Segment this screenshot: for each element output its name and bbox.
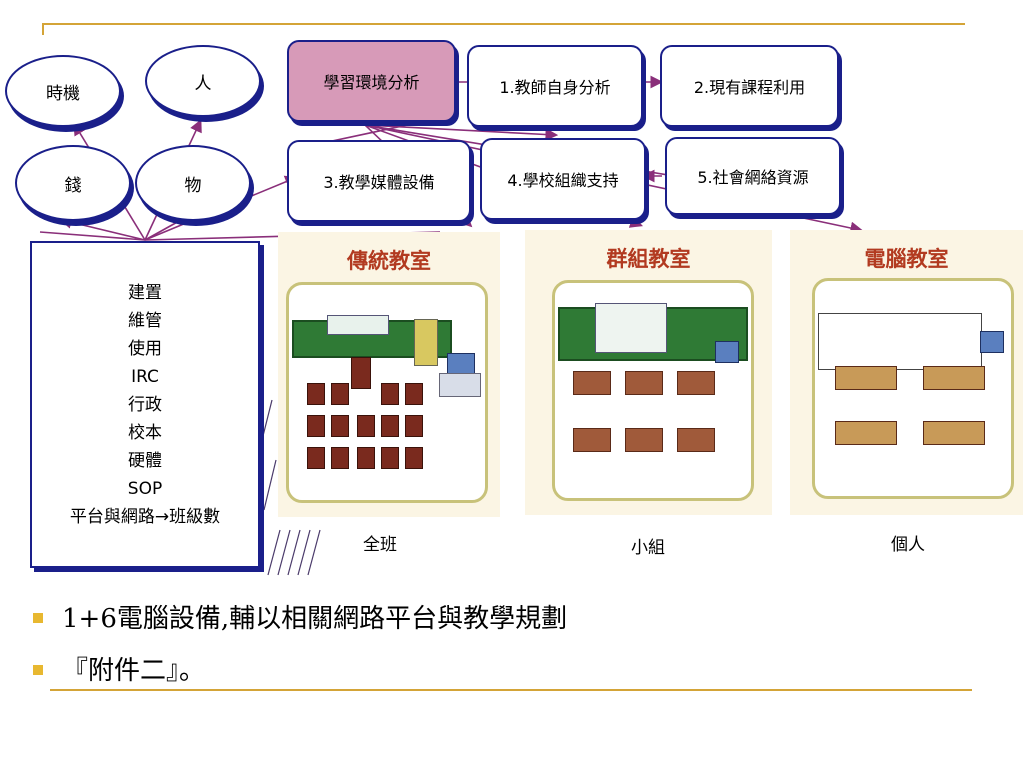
- student-seat: [381, 383, 399, 405]
- student-seat: [331, 447, 349, 469]
- box-media-equipment: 3.教學媒體設備: [287, 140, 471, 222]
- box-b5-label: 5.社會網絡資源: [697, 168, 809, 187]
- box-teacher-analysis: 1.教師自身分析: [467, 45, 643, 127]
- group-table: [677, 371, 715, 395]
- student-seat: [405, 415, 423, 437]
- oval-timing-label: 時機: [46, 83, 80, 104]
- list-item: 平台與網路→班級數: [69, 507, 221, 527]
- bottom-rule: [50, 689, 972, 691]
- group-table: [573, 371, 611, 395]
- student-seat: [357, 415, 375, 437]
- bullet-marker: [33, 613, 43, 623]
- student-seat: [405, 383, 423, 405]
- computer-table: [923, 366, 985, 390]
- box-school-support: 4.學校組織支持: [480, 138, 646, 220]
- caption-individual: 個人: [891, 535, 925, 555]
- room-title-group: 群組教室: [606, 247, 691, 271]
- room-title-computer: 電腦教室: [864, 247, 949, 271]
- group-table: [677, 428, 715, 452]
- list-item: 使用: [128, 339, 162, 359]
- group-table: [625, 428, 663, 452]
- student-seat: [381, 447, 399, 469]
- bullet-text-1: 1+6電腦設備,輔以相關網路平台與教學規劃: [62, 604, 568, 634]
- student-seat: [331, 415, 349, 437]
- bullet-marker: [33, 665, 43, 675]
- top-rule: [42, 23, 965, 25]
- implementation-list: 建置 維管 使用 IRC 行政 校本 硬體 SOP 平台與網路→班級數: [30, 241, 260, 568]
- caption-small-group: 小組: [631, 538, 665, 558]
- oval-people-label: 人: [194, 73, 212, 94]
- list-item: 校本: [128, 423, 162, 443]
- teacher-chair: [351, 357, 371, 389]
- list-item: 行政: [128, 395, 162, 415]
- student-seat: [307, 383, 325, 405]
- list-item: 維管: [128, 311, 162, 331]
- screen: [818, 313, 982, 370]
- traditional-classroom-illustration: [286, 282, 488, 503]
- oval-timing: 時機: [5, 55, 121, 127]
- box-main-label: 學習環境分析: [323, 73, 420, 92]
- podium: [414, 319, 438, 366]
- bullet-text-2: 『附件二』。: [62, 656, 206, 686]
- computer-table: [835, 366, 897, 390]
- box-social-network: 5.社會網絡資源: [665, 137, 841, 215]
- box-b3-label: 3.教學媒體設備: [323, 173, 435, 192]
- student-seat: [331, 383, 349, 405]
- teacher-computer: [715, 341, 739, 363]
- screen: [595, 303, 667, 353]
- group-table: [625, 371, 663, 395]
- oval-money-label: 錢: [64, 175, 82, 196]
- box-b4-label: 4.學校組織支持: [507, 171, 619, 190]
- teacher-desk: [439, 373, 481, 397]
- box-curriculum: 2.現有課程利用: [660, 45, 839, 127]
- student-seat: [405, 447, 423, 469]
- student-seat: [357, 447, 375, 469]
- teacher-computer: [980, 331, 1004, 353]
- box-b2-label: 2.現有課程利用: [693, 78, 806, 97]
- student-seat: [307, 415, 325, 437]
- room-title-traditional: 傳統教室: [347, 249, 431, 273]
- oval-money: 錢: [15, 145, 131, 221]
- group-classroom-illustration: [552, 280, 754, 501]
- computer-table: [835, 421, 897, 445]
- box-learning-environment: 學習環境分析: [287, 40, 456, 122]
- list-item: 硬體: [128, 451, 162, 471]
- screen: [327, 315, 389, 335]
- oval-material: 物: [135, 145, 251, 221]
- caption-whole-class: 全班: [363, 535, 397, 555]
- group-table: [573, 428, 611, 452]
- student-seat: [307, 447, 325, 469]
- list-item: 建置: [128, 283, 162, 303]
- computer-table: [923, 421, 985, 445]
- oval-people: 人: [145, 45, 261, 117]
- list-item: SOP: [127, 479, 163, 499]
- box-b1-label: 1.教師自身分析: [499, 78, 611, 97]
- list-item: IRC: [131, 367, 159, 387]
- student-seat: [381, 415, 399, 437]
- oval-material-label: 物: [184, 175, 202, 196]
- computer-classroom-illustration: [812, 278, 1014, 499]
- top-rule-tick: [42, 23, 44, 35]
